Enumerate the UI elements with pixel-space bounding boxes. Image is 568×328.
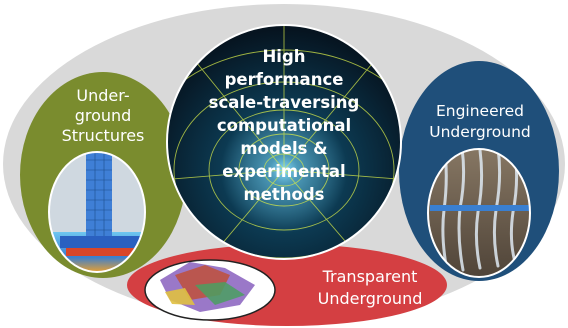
transparent-underground-node [127, 244, 447, 326]
center-label-line: methods [244, 185, 325, 204]
center-node [166, 24, 402, 260]
center-label-line: computational [217, 116, 351, 135]
engineered-underground-image [428, 149, 530, 277]
center-label-line: experimental [222, 162, 345, 181]
center-label-line: models & [240, 139, 327, 158]
left-label-line: ground [75, 106, 132, 125]
center-label: High performance scale-traversing computati… [209, 47, 360, 204]
bottom-label-line: Transparent [322, 267, 418, 286]
left-label-line: Under- [76, 86, 129, 105]
center-label-line: scale-traversing [209, 93, 360, 112]
right-label-line: Underground [429, 123, 530, 141]
right-label-line: Engineered [436, 102, 524, 120]
engineered-underground-node [399, 61, 559, 281]
underground-structures-node [20, 72, 186, 278]
transparent-underground-image [160, 262, 255, 312]
bottom-label-line: Underground [318, 289, 423, 308]
underground-structure-image [49, 152, 145, 272]
left-label-line: Structures [62, 126, 145, 145]
center-label-line: performance [225, 70, 344, 89]
center-label-line: High [262, 47, 305, 66]
